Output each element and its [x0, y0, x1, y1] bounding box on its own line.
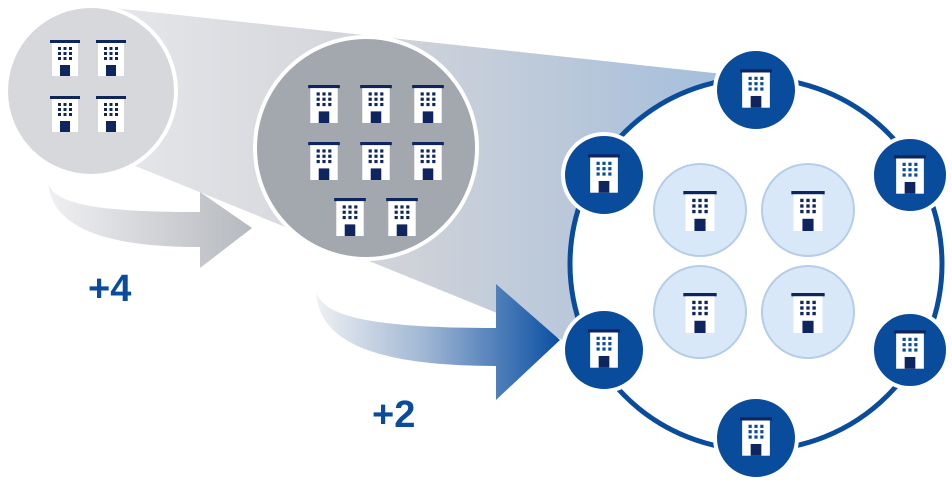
outer-node: [713, 47, 799, 133]
building-icon: [894, 330, 926, 369]
building-icon: [791, 293, 825, 333]
outer-node: [561, 307, 647, 393]
building-icon: [588, 154, 620, 193]
building-icon: [334, 198, 366, 236]
network-circle: [561, 47, 950, 481]
outer-node: [870, 310, 950, 390]
outer-node: [713, 395, 799, 481]
building-icon: [308, 85, 340, 123]
building-icon: [308, 142, 340, 180]
building-icon: [360, 85, 392, 123]
building-icon: [588, 329, 620, 368]
outer-node: [561, 132, 647, 218]
building-icon: [50, 40, 80, 76]
building-icon: [360, 142, 392, 180]
inner-node: [761, 163, 855, 257]
building-icon: [96, 96, 126, 132]
small-group-circle: [4, 4, 178, 178]
building-icon: [50, 96, 80, 132]
growth-arrow-2: [314, 284, 560, 400]
building-icon: [412, 142, 444, 180]
step-label-plus-2: +2: [372, 394, 416, 436]
building-icon: [683, 191, 717, 231]
inner-node: [653, 163, 747, 257]
inner-node: [761, 265, 855, 359]
building-icon: [740, 69, 772, 108]
building-icon: [386, 198, 418, 236]
building-icon: [894, 155, 926, 194]
building-icon: [791, 191, 825, 231]
outer-node: [870, 135, 950, 215]
building-icon: [683, 293, 717, 333]
building-icon: [412, 85, 444, 123]
growth-arrow-1: [46, 179, 252, 268]
building-icon: [96, 40, 126, 76]
building-icon: [740, 417, 772, 456]
step-label-plus-4: +4: [88, 268, 132, 310]
inner-node: [653, 265, 747, 359]
medium-group-circle: [253, 35, 479, 261]
